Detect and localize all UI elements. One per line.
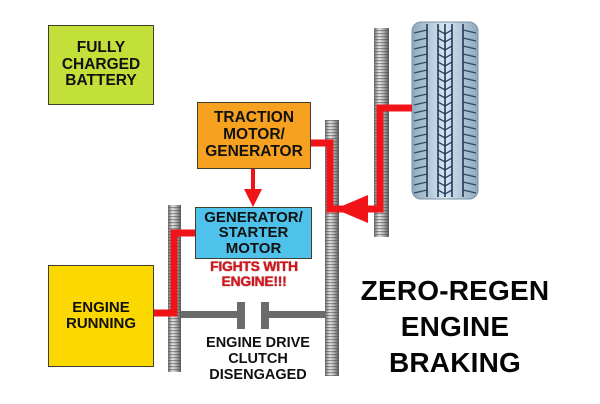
engine-label: ENGINE RUNNING (66, 298, 136, 332)
battery-label: FULLY CHARGED BATTERY (61, 38, 141, 90)
clutch-shaft (181, 302, 325, 329)
arrow-into-gear (335, 195, 368, 223)
power-flow-engine-to-generator (154, 229, 195, 317)
engine-box: ENGINE RUNNING (48, 265, 154, 367)
power-flow-traction-to-generator (244, 169, 262, 207)
traction-motor-label: TRACTION MOTOR/ GENERATOR (205, 109, 303, 160)
clutch-status-label: ENGINE DRIVE CLUTCH DISENGAGED (206, 335, 310, 384)
traction-motor-box: TRACTION MOTOR/ GENERATOR (197, 102, 311, 169)
generator-starter-box: GENERATOR/ STARTER MOTOR (195, 207, 312, 259)
diagram-title: ZERO-REGEN ENGINE BRAKING (360, 275, 550, 378)
fights-with-engine-warning: FIGHTS WITH ENGINE!!! (210, 258, 298, 290)
tire (411, 21, 479, 200)
generator-starter-label: GENERATOR/ STARTER MOTOR (204, 209, 303, 257)
battery-box: FULLY CHARGED BATTERY (48, 25, 154, 105)
